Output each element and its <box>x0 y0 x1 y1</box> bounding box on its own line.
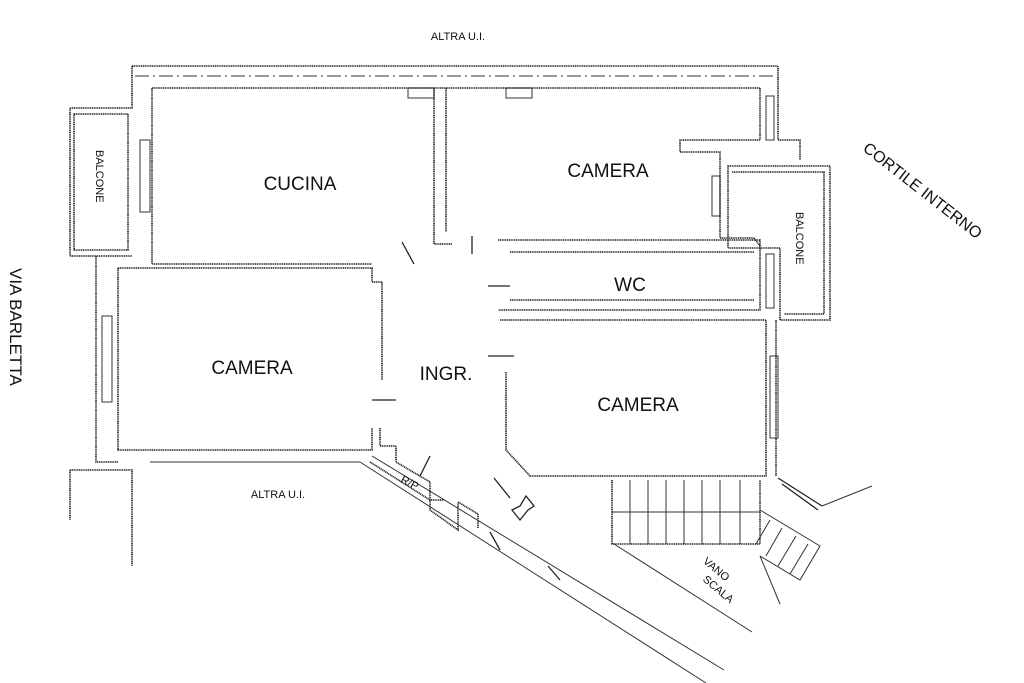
balcony-label-left: BALCONE <box>93 150 105 203</box>
street-label: VIA BARLETTA <box>6 268 25 386</box>
room-label-camera-top: CAMERA <box>567 161 649 182</box>
neighbor-label-top: ALTRA U.I. <box>431 31 485 43</box>
courtyard-label: CORTILE INTERNO <box>860 140 985 243</box>
staircase <box>611 477 873 633</box>
room-label-cucina: CUCINA <box>264 174 337 195</box>
room-label-camera-left: CAMERA <box>211 358 293 379</box>
outer-walls <box>69 65 831 683</box>
room-label-wc: WC <box>614 275 646 296</box>
room-label-camera-bottom: CAMERA <box>597 395 679 416</box>
room-label-ingresso: INGR. <box>420 364 473 385</box>
entrance-arrow-icon <box>510 494 535 522</box>
doors <box>372 236 561 581</box>
balcony-label-right: BALCONE <box>793 212 805 265</box>
windows <box>101 87 779 439</box>
neighbor-label-bottom: ALTRA U.I. <box>251 489 305 501</box>
rp-label: R/P <box>398 474 420 493</box>
